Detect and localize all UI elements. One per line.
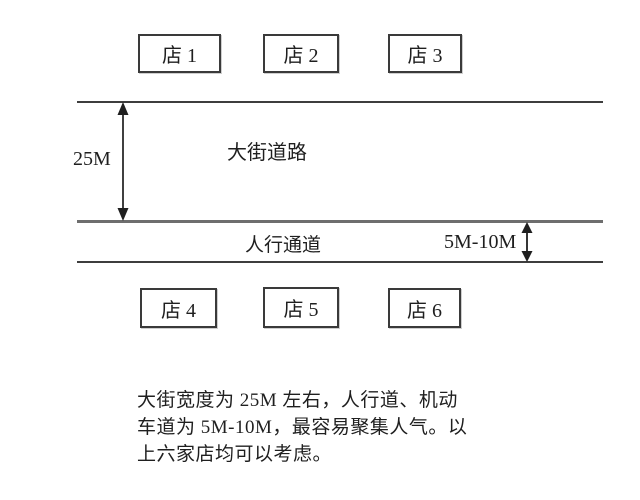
note-line-3: 上六家店均可以考虑。	[137, 444, 333, 465]
walkway-bottom-edge-line	[77, 261, 603, 263]
shop-3-label: 店 3	[407, 45, 443, 67]
note-line-1: 大街宽度为 25M 左右，人行道、机动	[137, 390, 458, 411]
walkway-width-arrow-icon	[521, 222, 533, 262]
shop-box-1: 店 1	[138, 34, 221, 73]
street-width-label: 25M	[73, 148, 111, 170]
shop-6-label: 店 6	[407, 299, 442, 322]
note-line-2: 车道为 5M-10M，最容易聚集人气。以	[137, 417, 468, 438]
walkway-width-label: 5M-10M	[444, 231, 517, 253]
shop-box-2: 店 2	[263, 34, 339, 73]
shop-box-6: 店 6	[388, 288, 461, 328]
street-top-edge-line	[77, 101, 603, 103]
shop-5-label: 店 5	[283, 299, 319, 321]
shop-2-label: 店 2	[283, 45, 319, 67]
street-width-arrow-icon	[117, 102, 129, 221]
shop-4-label: 店 4	[161, 299, 196, 322]
street-walkway-divider-line	[77, 220, 603, 223]
walkway-label: 人行通道	[245, 235, 322, 256]
shop-box-4: 店 4	[140, 288, 217, 328]
note-paragraph: 大街宽度为 25M 左右，人行道、机动 车道为 5M-10M，最容易聚集人气。以…	[137, 387, 467, 468]
shop-box-3: 店 3	[388, 34, 462, 73]
shop-box-5: 店 5	[263, 287, 339, 328]
shop-1-label: 店 1	[162, 45, 197, 67]
street-label: 大街道路	[227, 142, 307, 164]
